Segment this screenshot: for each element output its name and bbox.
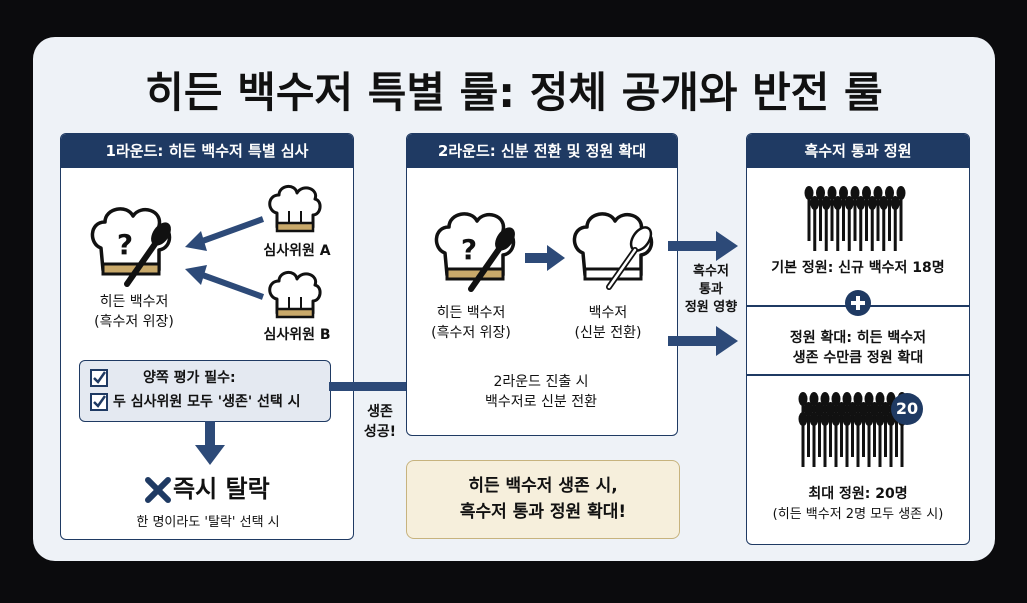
max-capacity-1: 최대 정원: 20명 — [808, 486, 908, 502]
impact-arrow-bottom — [668, 326, 738, 356]
spoon-icon — [862, 186, 871, 241]
round2-white-label-1: 백수저 — [588, 305, 628, 321]
highlight-note: 히든 백수저 생존 시, 흑수저 통과 정원 확대! — [406, 460, 680, 539]
round2-panel: 2라운드: 신분 전환 및 정원 확대 — [406, 133, 678, 436]
max-badge: 20 — [891, 393, 923, 425]
spoon-icon — [827, 186, 837, 241]
black-spoon-icon — [468, 227, 515, 292]
success-label-2: 성공! — [363, 424, 397, 440]
note-line-1: 히든 백수저 생존 시, — [468, 476, 618, 496]
judge-b-chef-hat-icon — [268, 271, 322, 319]
spoon-icon — [833, 196, 843, 251]
spoon-icon — [816, 186, 825, 241]
spoon-icon — [859, 402, 868, 457]
spoon-icon — [798, 412, 808, 467]
round2-header: 2라운드: 신분 전환 및 정원 확대 — [407, 134, 677, 168]
spoon-icon — [821, 196, 831, 251]
spoon-icon — [815, 402, 824, 457]
spoon-icon — [853, 412, 863, 467]
expand-text-1: 정원 확대: 히든 백수저 — [789, 330, 927, 346]
judge-arrows — [185, 216, 265, 300]
round2-hidden-label-1: 히든 백수저 — [436, 305, 506, 321]
judge-a-label: 심사위원 A — [263, 243, 331, 259]
svg-text:?: ? — [117, 228, 133, 261]
spoon-icon — [826, 402, 835, 457]
round2-hidden-label-2: (흑수저 위장) — [431, 325, 511, 341]
max-capacity-2: (히든 백수저 2명 모두 생존 시) — [772, 507, 944, 522]
page-title: 히든 백수저 특별 룰: 정체 공개와 반전 룰 — [145, 68, 883, 117]
checkbox-icon — [90, 369, 108, 387]
spoon-icon — [804, 186, 814, 241]
black-spoon-icon — [124, 222, 171, 287]
round1-header: 1라운드: 히든 백수저 특별 심사 — [61, 134, 353, 168]
spoon-icon — [870, 402, 879, 457]
impact-arrow-top — [668, 231, 738, 261]
judge-b-label: 심사위원 B — [263, 327, 331, 343]
divider — [747, 374, 969, 376]
round1-hidden-label-2: (흑수저 위장) — [94, 314, 174, 330]
spoon-icon — [844, 196, 854, 251]
hidden-chef-hat-icon: ? — [90, 207, 172, 287]
spoon-icon — [867, 196, 877, 251]
spoon-icon — [848, 402, 857, 457]
spoon-icon — [850, 186, 860, 241]
conversion-arrow — [525, 245, 565, 271]
expand-text-2: 생존 수만큼 정원 확대 — [792, 350, 924, 366]
impact-label-1: 흑수저 — [693, 264, 729, 279]
spoon-icon — [879, 196, 889, 251]
spoon-icon — [864, 412, 874, 467]
spoon-icon — [875, 412, 885, 467]
plus-icon — [845, 290, 871, 316]
spoon-icon — [837, 402, 846, 457]
note-line-2: 흑수저 통과 정원 확대! — [459, 502, 627, 522]
round1-hidden-label-1: 히든 백수저 — [99, 294, 169, 310]
svg-text:?: ? — [461, 233, 477, 266]
checkbox-icon — [90, 393, 108, 411]
x-mark-icon — [145, 477, 171, 503]
spoon-icon — [809, 412, 819, 467]
spoon-icon — [886, 412, 896, 467]
spoon-icon — [896, 186, 906, 241]
spoon-icon — [804, 402, 813, 457]
judge-a-chef-hat-icon — [268, 185, 322, 233]
spoon-icon — [856, 196, 866, 251]
spoon-icon — [831, 412, 841, 467]
round2-desc-2: 백수저로 신분 전환 — [485, 394, 597, 410]
eval-line-2: 두 심사위원 모두 '생존' 선택 시 — [113, 394, 301, 410]
impact-label-2: 통과 — [699, 282, 723, 297]
impact-label-3: 정원 영향 — [684, 300, 738, 315]
spoon-icon — [885, 186, 894, 241]
spoon-group-icon — [798, 392, 907, 467]
spoon-icon — [842, 412, 852, 467]
spoon-icon — [873, 186, 883, 241]
fail-desc: 한 명이라도 '탈락' 선택 시 — [136, 515, 280, 530]
base-capacity-text: 기본 정원: 신규 백수저 18명 — [771, 260, 945, 276]
spoon-icon — [881, 402, 890, 457]
spoon-group-icon — [804, 186, 906, 251]
round2-desc-1: 2라운드 진출 시 — [493, 374, 589, 390]
round3-header: 흑수저 통과 정원 — [747, 134, 969, 168]
spoon-icon — [820, 412, 830, 467]
spoon-icon — [839, 186, 848, 241]
down-arrow — [195, 421, 225, 465]
eval-line-1: 양쪽 평가 필수: — [143, 370, 236, 386]
spoon-icon — [890, 196, 900, 251]
round2-white-label-2: (신분 전환) — [574, 325, 642, 341]
max-badge-value: 20 — [895, 399, 919, 418]
hidden-chef-hat-icon: ? — [434, 212, 516, 292]
infographic-frame: 히든 백수저 특별 룰: 정체 공개와 반전 룰 1라운드: 히든 백수저 특별… — [33, 37, 995, 561]
white-spoon-icon — [606, 226, 653, 290]
fail-title: 즉시 탈락 — [173, 475, 270, 503]
success-label-1: 생존 — [367, 404, 393, 420]
spoon-icon — [810, 196, 820, 251]
white-chef-hat-icon — [572, 212, 654, 290]
